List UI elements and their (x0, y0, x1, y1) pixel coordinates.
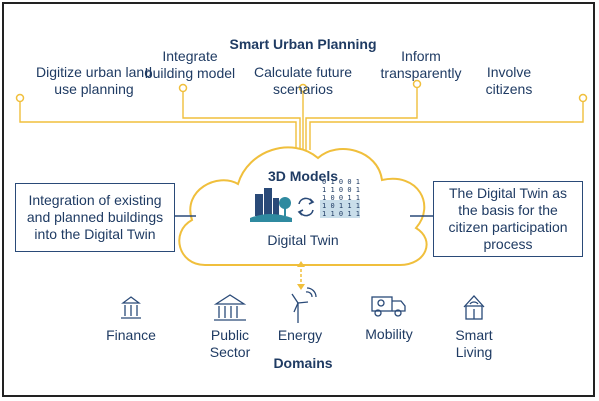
domain-public-sector: Public Sector (209, 327, 251, 360)
goal-inform: Inform transparently (380, 48, 462, 81)
binary-highlight (320, 200, 360, 218)
bank-icon (121, 296, 141, 319)
binary-row: 0 1 0 0 1 (322, 178, 360, 186)
binary-row: 1 0 1 1 1 (322, 202, 360, 210)
domain-finance: Finance (106, 327, 156, 343)
goal-digitize: Digitize urban land use planning (36, 64, 152, 97)
city-icon (250, 188, 292, 222)
goal-integrate: Integrate building model (144, 48, 236, 81)
goal-involve: Involve citizens (485, 64, 533, 97)
goal-connectors (19, 88, 584, 150)
sync-icon (297, 197, 315, 217)
double-arrow-icon (297, 261, 305, 290)
cloud-shape (178, 146, 428, 266)
binary-row: 1 0 0 1 1 (322, 194, 360, 202)
models-label: 3D Models (267, 168, 338, 184)
binary-data-icon: 0 1 0 0 1 1 1 0 0 1 1 0 0 1 1 1 0 1 1 1 … (320, 178, 362, 218)
binary-row: 1 1 0 1 1 (322, 210, 360, 218)
diagram-title: Smart Urban Planning (229, 36, 377, 52)
truck-icon (371, 296, 406, 317)
right-info-box: The Digital Twin as the basis for the ci… (433, 181, 583, 257)
domain-smart-living: Smart Living (455, 327, 493, 360)
domain-mobility: Mobility (365, 326, 413, 342)
public-building-icon (213, 294, 247, 321)
goal-connector-dots (15, 79, 588, 103)
left-info-box: Integration of existing and planned buil… (15, 183, 175, 252)
goal-calculate: Calculate future scenarios (253, 64, 353, 97)
smart-house-icon (463, 295, 485, 320)
wind-turbine-icon (291, 287, 317, 323)
domains-title: Domains (273, 355, 333, 371)
binary-row: 1 1 0 0 1 (322, 186, 360, 194)
digital-twin-label: Digital Twin (267, 232, 339, 248)
domain-energy: Energy (277, 327, 323, 343)
